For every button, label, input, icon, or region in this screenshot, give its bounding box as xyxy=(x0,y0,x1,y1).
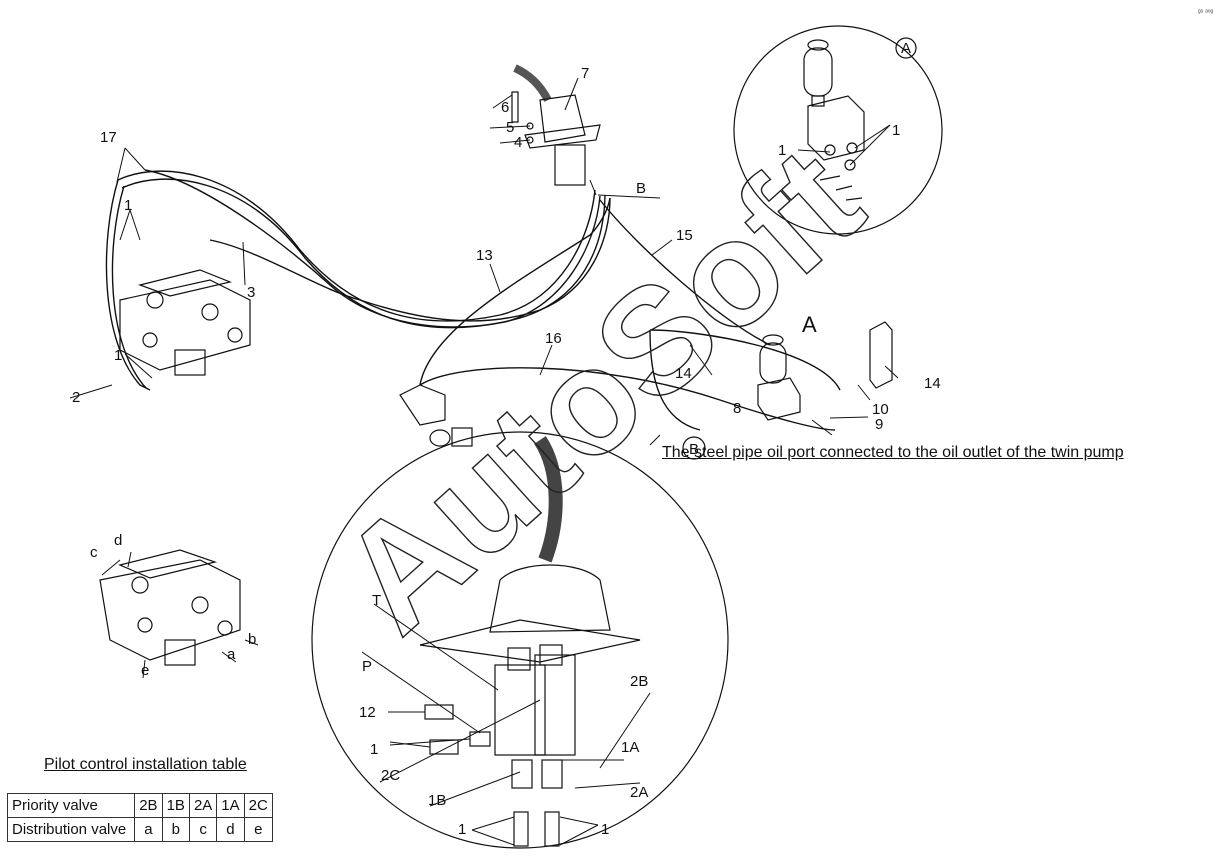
port-T: T xyxy=(372,592,381,609)
detail-circle-b xyxy=(311,431,729,849)
pilot-installation-table: Priority valve 2B 1B 2A 1A 2C Distributi… xyxy=(6,793,273,842)
callout-labels: 17 1 3 1 2 7 6 5 4 B 15 13 16 14 A 8 9 1… xyxy=(72,9,1213,838)
table-cell: c xyxy=(188,817,218,842)
callout-6: 6 xyxy=(501,99,509,116)
detail-b-label: B xyxy=(689,441,699,458)
hose-bundle xyxy=(105,169,841,431)
port-a: a xyxy=(227,646,236,663)
callout-13: 13 xyxy=(476,247,493,264)
table-cell: e xyxy=(243,817,273,842)
valve-small-view xyxy=(99,549,241,666)
port-1A: 1A xyxy=(621,739,639,756)
callout-15: 15 xyxy=(676,227,693,244)
table-cell: 1B xyxy=(161,793,190,818)
table-cell: 2B xyxy=(134,793,163,818)
callout-1-detail-b: 1 xyxy=(370,741,378,758)
callout-1-detail-a-left: 1 xyxy=(778,142,786,159)
callout-5: 5 xyxy=(506,119,514,136)
table-cell: a xyxy=(134,817,163,842)
leader-lines xyxy=(69,77,899,846)
table-cell: b xyxy=(161,817,190,842)
row-label: Distribution valve xyxy=(6,817,136,842)
callout-17: 17 xyxy=(100,129,117,146)
bracket xyxy=(869,321,893,389)
callout-4: 4 xyxy=(514,134,522,151)
port-2A: 2A xyxy=(630,784,648,801)
detail-a-label: A xyxy=(901,40,911,57)
fittings-detail-b xyxy=(424,704,491,755)
callout-7: 7 xyxy=(581,65,589,82)
accumulator xyxy=(757,334,801,421)
port-c: c xyxy=(90,544,98,561)
port-b: b xyxy=(248,631,256,648)
detail-circle-a xyxy=(733,25,943,235)
joystick-detail-b xyxy=(419,436,641,847)
callout-1-bottom-right: 1 xyxy=(601,821,609,838)
row-label: Priority valve xyxy=(6,793,136,818)
callout-16: 16 xyxy=(545,330,562,347)
callout-1-detail-a-right: 1 xyxy=(892,122,900,139)
callout-1-valve: 1 xyxy=(124,197,132,214)
port-d: d xyxy=(114,532,122,549)
callout-14-left: 14 xyxy=(675,365,692,382)
callout-3: 3 xyxy=(247,284,255,301)
port-P: P xyxy=(362,658,372,675)
callout-A: A xyxy=(802,312,817,337)
callout-1-valve-b: 1 xyxy=(114,347,122,364)
corner-mark: ᵍᵒ ᵃᵒᵍ xyxy=(1198,9,1213,16)
pipe-port-caption: The steel pipe oil port connected to the… xyxy=(662,444,1124,461)
table-row: Distribution valve a b c d e xyxy=(6,817,273,842)
callout-B: B xyxy=(636,180,646,197)
callout-10: 10 xyxy=(872,401,889,418)
detail-a-badge xyxy=(895,37,917,59)
callout-14-right: 14 xyxy=(924,375,941,392)
table-cell: d xyxy=(216,817,245,842)
detail-b-badge xyxy=(682,436,706,460)
port-2C: 2C xyxy=(381,767,400,784)
accumulator-detail-a xyxy=(803,39,865,201)
port-1B: 1B xyxy=(428,792,446,809)
table-row: Priority valve 2B 1B 2A 1A 2C xyxy=(6,793,273,818)
callout-8: 8 xyxy=(733,400,741,417)
callout-12: 12 xyxy=(359,704,376,721)
callout-1-bottom-left: 1 xyxy=(458,821,466,838)
port-e: e xyxy=(141,662,149,679)
table-cell: 2A xyxy=(188,793,218,818)
callout-9: 9 xyxy=(875,416,883,433)
port-2B: 2B xyxy=(630,673,648,690)
distribution-valve xyxy=(119,269,251,376)
table-cell: 1A xyxy=(216,793,245,818)
table-title: Pilot control installation table xyxy=(44,756,247,773)
pump-port-fittings xyxy=(399,384,473,447)
table-cell: 2C xyxy=(243,793,273,818)
callout-2: 2 xyxy=(72,389,80,406)
